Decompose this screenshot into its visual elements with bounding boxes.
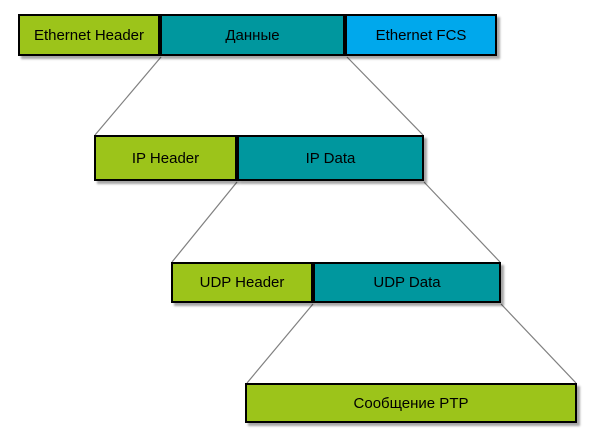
box-ethernet-fcs-label: Ethernet FCS (375, 26, 467, 44)
box-ip-header-label: IP Header (131, 149, 200, 167)
box-udp-header-label: UDP Header (199, 274, 285, 291)
box-ethernet-data-label: Данные (225, 26, 280, 44)
connector-line-ip-left (171, 181, 238, 263)
box-ethernet-header-label: Ethernet Header (33, 26, 145, 44)
box-udp-data-label: UDP Data (373, 274, 441, 291)
box-ethernet-data: Данные (160, 14, 345, 56)
box-ethernet-header: Ethernet Header (18, 14, 160, 56)
box-ip-data: IP Data (237, 135, 424, 181)
box-ip-data-label: IP Data (305, 149, 356, 167)
box-ethernet-fcs: Ethernet FCS (345, 14, 497, 56)
box-udp-data: UDP Data (313, 262, 501, 303)
connector-line-eth-right (346, 56, 424, 136)
connector-line-udp-right (500, 303, 577, 384)
box-udp-header: UDP Header (171, 262, 313, 303)
connector-line-udp-left (246, 303, 314, 384)
connector-line-eth-left (94, 56, 162, 136)
box-ip-header: IP Header (94, 135, 237, 181)
connector-line-ip-right (423, 181, 501, 263)
box-ptp-message: Сообщение PTP (245, 383, 577, 423)
box-ptp-message-label: Сообщение PTP (353, 394, 469, 412)
